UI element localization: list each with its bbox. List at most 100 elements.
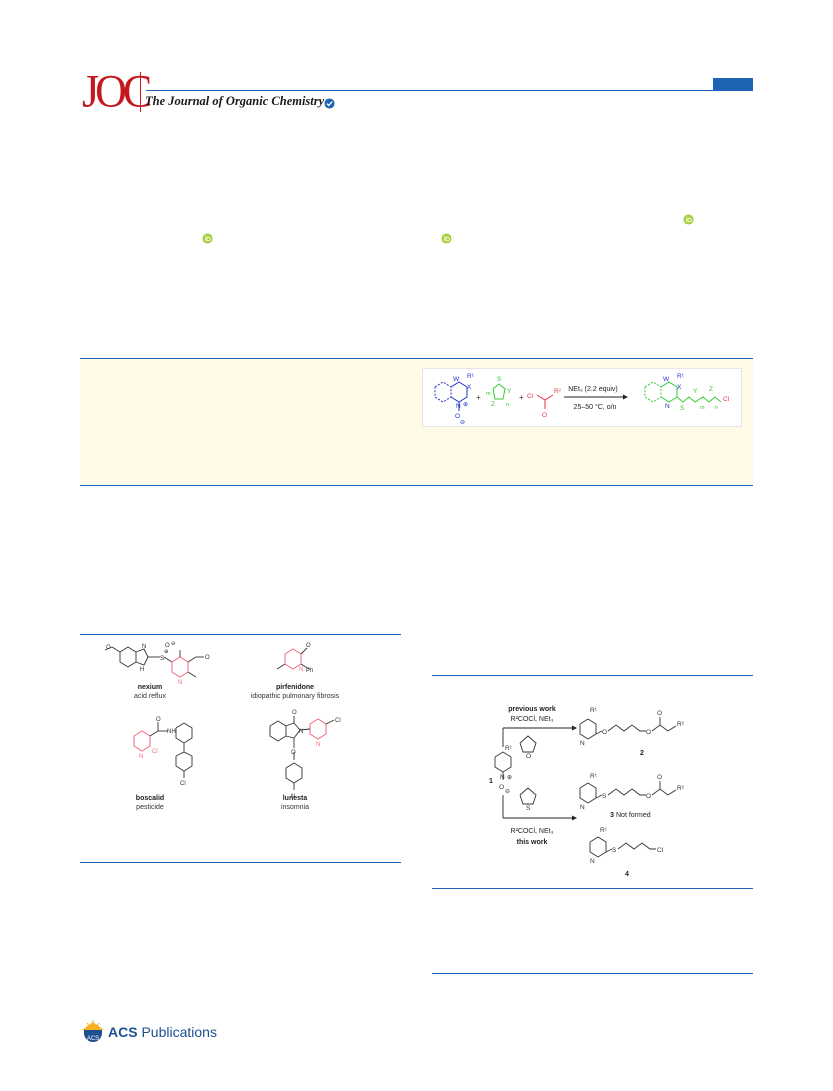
svg-text:boscalid: boscalid: [136, 795, 164, 802]
orcid-icon[interactable]: [441, 233, 452, 244]
acs-logo-icon: ACS: [82, 1020, 104, 1042]
svg-text:N: N: [299, 667, 303, 673]
svg-text:N: N: [142, 644, 146, 650]
svg-text:R²: R²: [554, 388, 562, 395]
svg-text:N: N: [665, 403, 670, 410]
svg-text:idiopathic pulmonary fibrosis: idiopathic pulmonary fibrosis: [251, 693, 340, 700]
orcid-icon[interactable]: [683, 214, 694, 225]
journal-logo[interactable]: JOC: [82, 65, 152, 118]
svg-text:O: O: [455, 413, 460, 420]
svg-text:insomnia: insomnia: [281, 804, 309, 811]
svg-text:R²: R²: [677, 721, 685, 728]
svg-text:O: O: [646, 729, 651, 736]
logo-divider: [140, 72, 141, 112]
svg-text:Y: Y: [693, 388, 698, 395]
verified-check-icon: [324, 98, 335, 109]
svg-text:N: N: [456, 403, 461, 410]
svg-text:2: 2: [640, 750, 644, 757]
journal-title[interactable]: The Journal of Organic Chemistry: [145, 94, 325, 108]
svg-text:⊕: ⊕: [507, 775, 512, 781]
orcid-icon[interactable]: [202, 233, 213, 244]
svg-text:S: S: [497, 376, 502, 383]
svg-text:m: m: [700, 405, 705, 411]
svg-text:X: X: [467, 384, 472, 391]
svg-text:X: X: [677, 384, 682, 391]
svg-text:O: O: [106, 645, 111, 651]
svg-text:⊖: ⊖: [460, 420, 465, 426]
scheme-bottom-rule: [432, 888, 753, 889]
svg-text:N: N: [299, 729, 303, 735]
section-rule: [432, 973, 753, 974]
svg-text:pesticide: pesticide: [136, 804, 164, 811]
figure-bottom-rule: [80, 862, 401, 863]
header-accent-block: [713, 78, 753, 91]
svg-text:O: O: [526, 753, 531, 760]
svg-text:4: 4: [625, 871, 629, 878]
svg-text:25–50 °C, o/n: 25–50 °C, o/n: [574, 403, 617, 411]
svg-text:N: N: [580, 740, 585, 747]
svg-text:N: N: [139, 754, 143, 760]
toc-reaction-graphic: W R¹ X N ⊕ O ⊖ + S Y Z m n + Cl R² O NEt…: [422, 368, 742, 427]
svg-text:this work: this work: [517, 839, 548, 846]
svg-text:Cl: Cl: [527, 393, 534, 400]
svg-text:W: W: [663, 376, 670, 383]
svg-text:pirfenidone: pirfenidone: [276, 684, 314, 691]
svg-text:NEt₃ (2.2 equiv): NEt₃ (2.2 equiv): [568, 386, 618, 393]
svg-text:Cl: Cl: [335, 718, 341, 724]
publisher-name[interactable]: ACS Publications: [108, 1024, 217, 1040]
svg-text:S: S: [526, 805, 531, 812]
svg-text:R¹: R¹: [677, 373, 685, 380]
svg-text:N: N: [316, 742, 320, 748]
svg-text:O: O: [499, 784, 504, 791]
svg-text:n: n: [715, 405, 718, 411]
svg-text:Z: Z: [709, 386, 713, 393]
svg-text:W: W: [453, 376, 460, 383]
svg-text:S: S: [612, 847, 617, 854]
svg-text:Cl: Cl: [723, 396, 730, 403]
svg-text:nexium: nexium: [138, 684, 163, 691]
svg-text:N: N: [580, 804, 585, 811]
svg-text:O: O: [542, 412, 547, 419]
svg-text:previous work: previous work: [508, 706, 556, 713]
header-rule: [146, 90, 753, 91]
svg-text:lunesta: lunesta: [283, 795, 308, 802]
svg-text:Cl: Cl: [152, 749, 158, 755]
svg-text:R¹: R¹: [590, 707, 598, 714]
svg-text:m: m: [486, 391, 491, 397]
svg-text:⊖: ⊖: [505, 789, 510, 795]
svg-text:Not formed: Not formed: [616, 812, 651, 819]
svg-text:O: O: [291, 750, 296, 756]
svg-text:O: O: [165, 643, 170, 649]
scheme-top-rule: [432, 675, 753, 676]
svg-text:S: S: [160, 655, 165, 662]
figure-top-rule: [80, 634, 401, 635]
svg-text:O: O: [646, 793, 651, 800]
svg-text:N: N: [500, 774, 505, 781]
svg-text:1: 1: [489, 778, 493, 785]
svg-text:Cl: Cl: [657, 847, 664, 854]
svg-text:R¹: R¹: [467, 373, 475, 380]
svg-text:R²: R²: [677, 785, 685, 792]
publisher-publications: Publications: [141, 1024, 217, 1040]
svg-text:Y: Y: [507, 388, 512, 395]
svg-text:O: O: [205, 655, 210, 661]
svg-text:H: H: [140, 667, 144, 673]
svg-text:S: S: [680, 405, 685, 412]
svg-text:O: O: [657, 774, 662, 781]
svg-text:Z: Z: [491, 401, 495, 408]
svg-text:+: +: [476, 393, 481, 402]
svg-text:O: O: [306, 643, 311, 649]
svg-text:⊖: ⊖: [171, 641, 176, 647]
svg-text:O: O: [657, 710, 662, 717]
svg-text:R¹: R¹: [590, 773, 598, 780]
svg-text:n: n: [506, 402, 509, 408]
svg-text:O: O: [156, 717, 161, 723]
svg-text:O: O: [602, 729, 607, 736]
svg-text:acid reflux: acid reflux: [134, 693, 166, 700]
svg-text:N: N: [291, 794, 295, 800]
svg-text:O: O: [292, 710, 297, 716]
svg-text:S: S: [602, 793, 607, 800]
svg-text:⊕: ⊕: [463, 402, 468, 408]
svg-text:Ph: Ph: [306, 668, 313, 674]
svg-text:N: N: [178, 680, 182, 686]
